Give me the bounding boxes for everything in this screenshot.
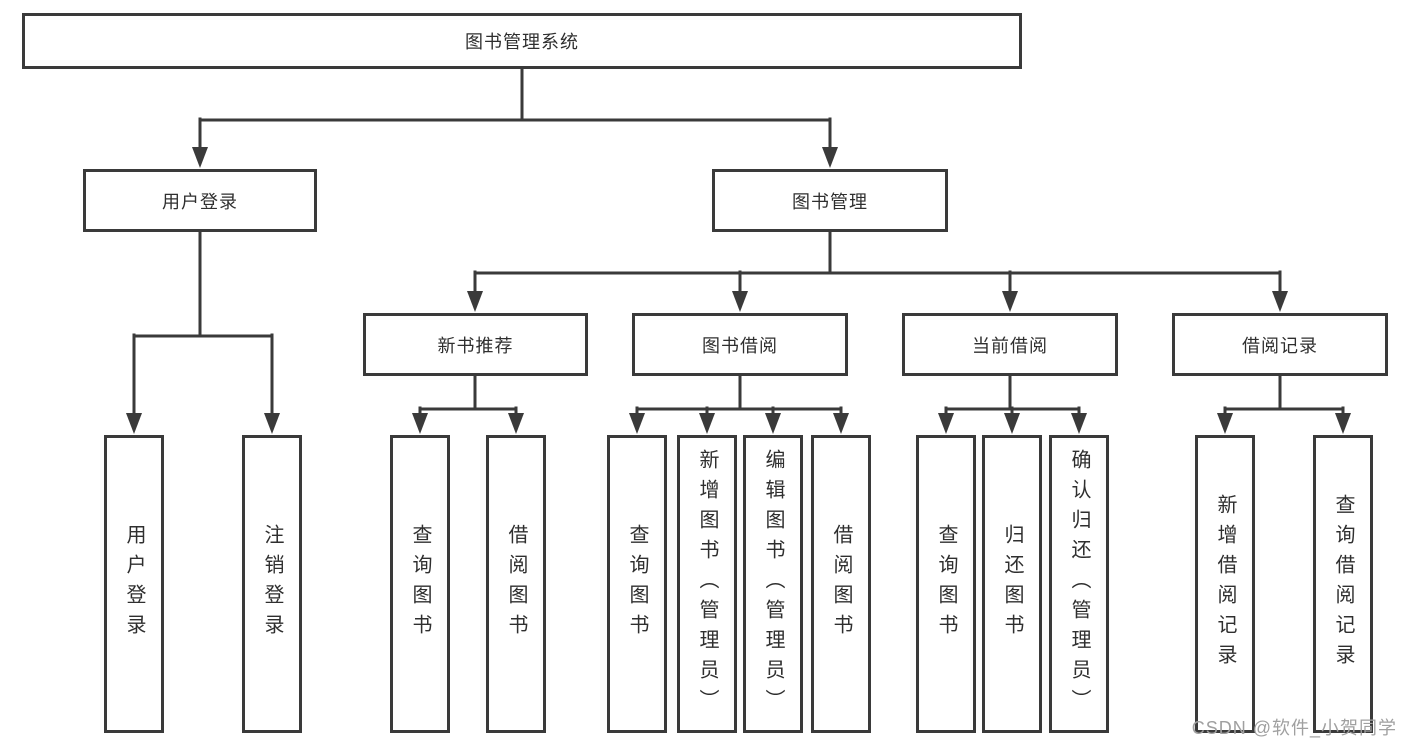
node-leaf-borrow-books-1: 借阅图书 (486, 435, 546, 733)
node-leaf-user-login: 用户登录 (104, 435, 164, 733)
node-leaf-add-borrow-record: 新增借阅记录 (1195, 435, 1255, 733)
node-current-borrowing: 当前借阅 (902, 313, 1118, 376)
node-label: 编辑图书（管理员） (762, 449, 784, 719)
node-label: 新书推荐 (437, 335, 514, 356)
node-leaf-query-books-1: 查询图书 (390, 435, 450, 733)
node-new-book-recommendation: 新书推荐 (363, 313, 588, 376)
node-label: 新增借阅记录 (1214, 494, 1236, 674)
arrow-down-icon (508, 413, 524, 434)
arrow-down-icon (264, 413, 280, 434)
node-borrowing-records: 借阅记录 (1172, 313, 1388, 376)
edge-current-borrowing-to-leaves (938, 372, 1087, 434)
node-leaf-return-books: 归还图书 (982, 435, 1042, 733)
node-label: 图书管理系统 (465, 32, 579, 52)
node-library-management-system: 图书管理系统 (22, 13, 1022, 69)
node-label: 借阅记录 (1242, 335, 1318, 356)
arrow-down-icon (833, 413, 849, 434)
arrow-down-icon (629, 413, 645, 434)
node-book-borrowing: 图书借阅 (632, 313, 848, 376)
node-label: 查询图书 (409, 524, 431, 644)
edge-borrowing-records-to-leaves (1217, 372, 1351, 434)
arrow-down-icon (765, 413, 781, 434)
node-label: 当前借阅 (972, 335, 1048, 356)
node-label: 确认归还（管理员） (1068, 449, 1090, 719)
arrow-down-icon (732, 291, 748, 312)
node-leaf-query-borrow-record: 查询借阅记录 (1313, 435, 1373, 733)
node-leaf-edit-book-admin: 编辑图书（管理员） (743, 435, 803, 733)
node-leaf-logout: 注销登录 (242, 435, 302, 733)
node-label: 图书借阅 (702, 335, 778, 356)
edge-new-book-rec-to-leaves (412, 372, 524, 434)
node-book-management: 图书管理 (712, 169, 948, 232)
node-label: 归还图书 (1001, 524, 1023, 644)
node-label: 注销登录 (261, 524, 283, 644)
node-label: 查询借阅记录 (1332, 494, 1354, 674)
arrow-down-icon (938, 413, 954, 434)
edge-book-management-to-level3 (467, 228, 1288, 312)
node-label: 查询图书 (626, 524, 648, 644)
node-leaf-confirm-return-admin: 确认归还（管理员） (1049, 435, 1109, 733)
arrow-down-icon (1272, 291, 1288, 312)
edge-root-to-level2 (192, 65, 838, 168)
node-label: 图书管理 (792, 191, 868, 212)
arrow-down-icon (467, 291, 483, 312)
arrow-down-icon (1217, 413, 1233, 434)
node-label: 查询图书 (935, 524, 957, 644)
watermark: CSDN @软件_小贺同学 (1191, 718, 1397, 738)
node-leaf-query-books-3: 查询图书 (916, 435, 976, 733)
node-leaf-add-book-admin: 新增图书（管理员） (677, 435, 737, 733)
arrow-down-icon (192, 147, 208, 168)
node-leaf-borrow-books-2: 借阅图书 (811, 435, 871, 733)
arrow-down-icon (1004, 413, 1020, 434)
node-user-login: 用户登录 (83, 169, 317, 232)
arrow-down-icon (1002, 291, 1018, 312)
arrow-down-icon (822, 147, 838, 168)
arrow-down-icon (1335, 413, 1351, 434)
edge-user-login-to-leaves (126, 228, 280, 434)
node-label: 借阅图书 (505, 524, 527, 644)
edge-book-borrowing-to-leaves (629, 372, 849, 434)
arrow-down-icon (1071, 413, 1087, 434)
node-label: 用户登录 (123, 524, 145, 644)
node-leaf-query-books-2: 查询图书 (607, 435, 667, 733)
node-label: 新增图书（管理员） (696, 449, 718, 719)
arrow-down-icon (699, 413, 715, 434)
node-label: 用户登录 (162, 191, 238, 212)
node-label: 借阅图书 (830, 524, 852, 644)
arrow-down-icon (126, 413, 142, 434)
arrow-down-icon (412, 413, 428, 434)
